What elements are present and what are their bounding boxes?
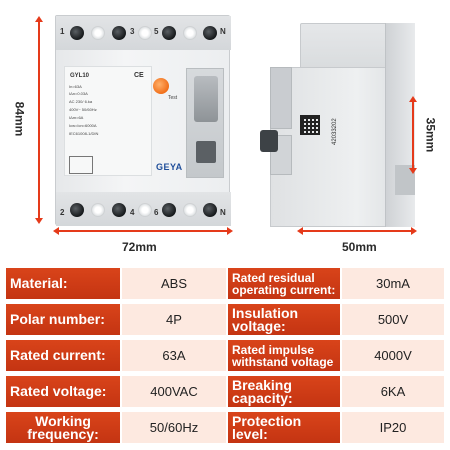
- ce-mark-icon: CE: [134, 72, 144, 79]
- screw-icon: [203, 203, 217, 217]
- spec-label: Rated residual operating current:: [228, 268, 340, 299]
- arrow-down-icon: [409, 168, 417, 174]
- width-dimension-line: [58, 230, 228, 232]
- height-dimension-line: [38, 20, 40, 220]
- side-serial-code: 42033202: [332, 118, 338, 145]
- spec-value: 500V: [342, 304, 444, 335]
- arrow-right-icon: [411, 227, 417, 235]
- spec-value: 50/60Hz: [122, 412, 226, 443]
- arrow-up-icon: [409, 96, 417, 102]
- spec-row: Material: ABS Rated residual operating c…: [6, 268, 444, 302]
- screw-hole-icon: [183, 203, 197, 217]
- height-dimension-label: 84mm: [12, 101, 27, 137]
- product-photo: 84mm 72mm 1 3 5 N 2 4 6 N GYL10 CE: [12, 15, 438, 254]
- spec-label: Rated impulse withstand voltage: [228, 340, 340, 371]
- terminal-label: 3: [130, 27, 135, 36]
- arrow-down-icon: [35, 218, 43, 224]
- spec-row: Working frequency: 50/60Hz Protection le…: [6, 412, 444, 446]
- spec-value: IP20: [342, 412, 444, 443]
- terminal-label: 5: [154, 27, 159, 36]
- side-din-rail-ridge: [385, 23, 415, 227]
- terminal-label: 1: [60, 27, 65, 36]
- screw-icon: [70, 26, 84, 40]
- spec-table: Material: ABS Rated residual operating c…: [6, 268, 444, 448]
- wiring-diagram-icon: [69, 156, 93, 174]
- spec-line: IΔm=6A: [69, 115, 84, 120]
- arrow-right-icon: [227, 227, 233, 235]
- test-button-label: Test: [168, 95, 178, 101]
- spec-value: 6KA: [342, 376, 444, 407]
- side-width-dimension-label: 50mm: [342, 240, 377, 254]
- spec-value: 30mA: [342, 268, 444, 299]
- screw-icon: [112, 26, 126, 40]
- screw-hole-icon: [91, 26, 105, 40]
- spec-label: Rated current:: [6, 340, 120, 371]
- lever-grip: [196, 141, 216, 163]
- side-upper-step: [270, 67, 292, 129]
- brand-logo: GEYA: [156, 162, 183, 172]
- spec-label: Insulation voltage:: [228, 304, 340, 335]
- spec-line: IEC61008-1/DIN: [69, 131, 99, 136]
- spec-line: AC 230/ 6.ka: [69, 99, 93, 104]
- depth-dimension-label: 35mm: [423, 117, 438, 153]
- spec-value: 400VAC: [122, 376, 226, 407]
- side-width-dimension-line: [302, 230, 412, 232]
- terminal-label: 6: [154, 208, 159, 217]
- spec-value: 4000V: [342, 340, 444, 371]
- spec-label: Polar number:: [6, 304, 120, 335]
- spec-value: ABS: [122, 268, 226, 299]
- screw-icon: [70, 203, 84, 217]
- spec-value: 63A: [122, 340, 226, 371]
- screw-icon: [162, 26, 176, 40]
- spec-row: Rated current: 63A Rated impulse withsta…: [6, 340, 444, 374]
- terminal-label: N: [220, 208, 226, 217]
- screw-hole-icon: [183, 26, 197, 40]
- model-label: GYL10: [70, 73, 90, 79]
- spec-label-panel: [64, 66, 152, 176]
- spec-row: Polar number: 4P Insulation voltage: 500…: [6, 304, 444, 338]
- spec-label: Rated voltage:: [6, 376, 120, 407]
- screw-hole-icon: [138, 203, 152, 217]
- qr-code-icon: [300, 115, 320, 135]
- arrow-up-icon: [35, 16, 43, 22]
- screw-hole-icon: [138, 26, 152, 40]
- screw-icon: [203, 26, 217, 40]
- screw-hole-icon: [91, 203, 105, 217]
- screw-icon: [112, 203, 126, 217]
- side-lever-icon: [260, 130, 278, 152]
- depth-dimension-line: [412, 100, 414, 170]
- spec-label: Working frequency:: [6, 412, 120, 443]
- spec-label: Protection level:: [228, 412, 340, 443]
- spec-line: Icw=Icn=6000A: [69, 123, 97, 128]
- spec-label: Material:: [6, 268, 120, 299]
- test-button[interactable]: [153, 78, 169, 94]
- spec-line: 400V~ 50/60Hz: [69, 107, 97, 112]
- terminal-label: 4: [130, 208, 135, 217]
- spec-value: 4P: [122, 304, 226, 335]
- spec-line: In=63A: [69, 84, 82, 89]
- width-dimension-label: 72mm: [122, 240, 157, 254]
- arrow-left-icon: [53, 227, 59, 235]
- terminal-label: N: [220, 27, 226, 36]
- rcd-front-view: 1 3 5 N 2 4 6 N GYL10 CE In=63A IΔn=0.03…: [55, 15, 231, 226]
- rcd-side-view: 42033202: [260, 15, 415, 230]
- spec-line: IΔn=0.03A: [69, 91, 88, 96]
- switch-lever[interactable]: [194, 76, 218, 122]
- spec-row: Rated voltage: 400VAC Breaking capacity:…: [6, 376, 444, 410]
- spec-label: Breaking capacity:: [228, 376, 340, 407]
- arrow-left-icon: [297, 227, 303, 235]
- screw-icon: [162, 203, 176, 217]
- terminal-label: 2: [60, 208, 65, 217]
